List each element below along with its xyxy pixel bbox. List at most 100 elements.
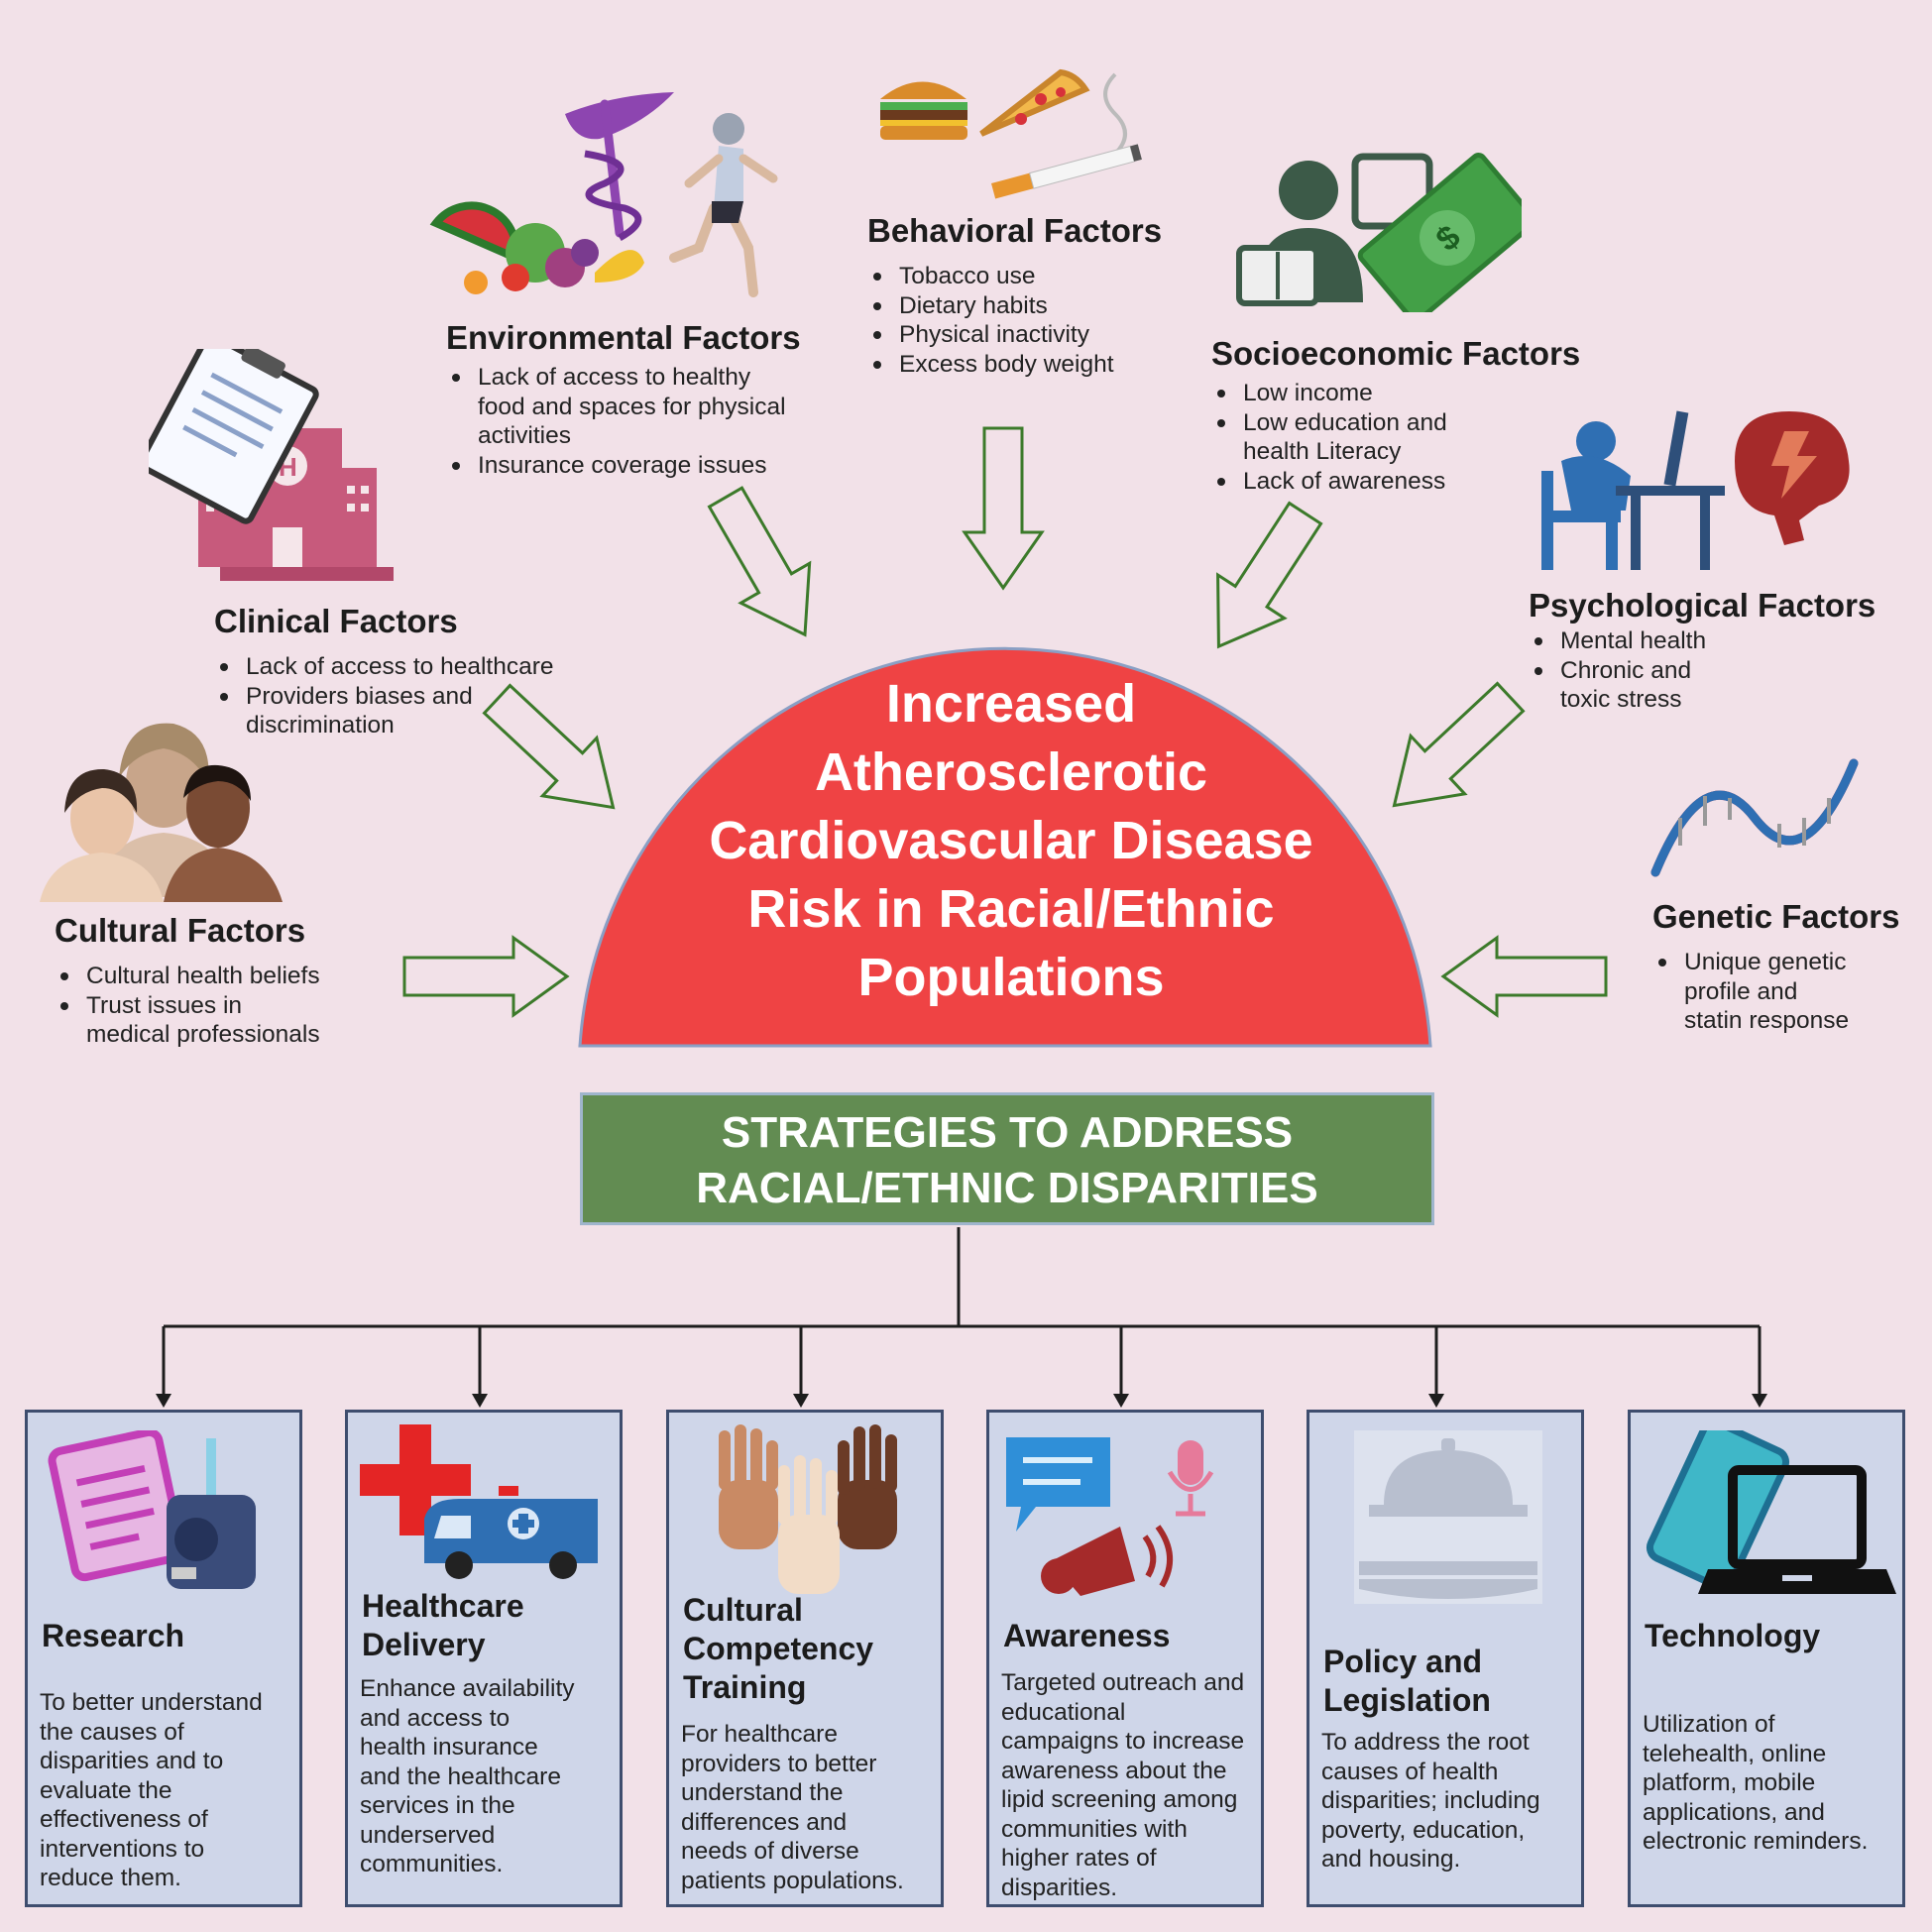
brain-lightning-icon (1735, 411, 1850, 545)
money-icon: $ (1357, 153, 1522, 312)
strategy-title: Cultural Competency Training (683, 1592, 874, 1705)
people-faces-icon (40, 723, 283, 902)
clinical-illustration: H (149, 349, 394, 581)
list-item: Dietary habits (867, 291, 1162, 321)
arrow-environmental (707, 486, 812, 637)
environmental-factors-title: Environmental Factors (446, 319, 801, 356)
list-item: Lack of awareness (1211, 467, 1580, 497)
strategy-title: Policy and Legislation (1323, 1644, 1491, 1718)
strategy-card-awareness: Awareness Targeted outreach and educatio… (986, 1410, 1264, 1907)
list-item: Providers biases and discrimination (214, 682, 554, 740)
list-item: Lack of access to healthcare (214, 652, 554, 682)
list-item: Chronic and toxic stress (1529, 656, 1875, 715)
hands-icon (719, 1424, 897, 1594)
psychological-factors-title: Psychological Factors (1529, 587, 1876, 624)
runner-icon (669, 113, 778, 297)
behavioral-illustration (880, 68, 1142, 199)
strategy-description: Enhance availability and access to healt… (360, 1675, 575, 1877)
clinical-factors-list: Lack of access to healthcare Providers b… (214, 652, 554, 740)
list-item: Cultural health beliefs (55, 962, 320, 991)
fruits-vegetables-icon (429, 201, 644, 294)
list-item: Unique genetic profile and statin respon… (1652, 948, 1899, 1036)
laptop-icon (1698, 1465, 1896, 1594)
strategy-description: Utilization of telehealth, online platfo… (1643, 1711, 1869, 1855)
capitol-icon (1354, 1430, 1542, 1604)
strategy-title: Awareness (1003, 1618, 1171, 1653)
risk-dome (578, 646, 1432, 1048)
clipboard-icon (48, 1430, 256, 1589)
psychological-factors: Psychological Factors Mental health Chro… (1529, 587, 1875, 715)
list-item: Mental health (1529, 626, 1875, 656)
socioeconomic-factors-title: Socioeconomic Factors (1211, 335, 1581, 372)
dome-title-line: Increased (885, 674, 1137, 734)
environmental-illustration (429, 92, 778, 297)
behavioral-factors-title: Behavioral Factors (867, 212, 1163, 249)
ambulance-icon (360, 1424, 598, 1579)
strategy-card-cultural-competency: Cultural Competency Training For healthc… (666, 1410, 944, 1907)
burger-icon (880, 81, 967, 140)
genetic-illustration (1650, 758, 1859, 877)
strategy-title: Healthcare Delivery (362, 1588, 524, 1662)
arrow-socioeconomic (1216, 501, 1323, 649)
cigarette-icon (991, 72, 1142, 199)
hand-dark (838, 1424, 897, 1549)
psychological-factors-list: Mental health Chronic and toxic stress (1529, 626, 1875, 715)
socioeconomic-factors: Socioeconomic Factors Low income Low edu… (1211, 335, 1580, 496)
genetic-factors-list: Unique genetic profile and statin respon… (1652, 948, 1899, 1036)
genetic-factors-title: Genetic Factors (1652, 898, 1900, 935)
strategies-banner: STRATEGIES TO ADDRESS RACIAL/ETHNIC DISP… (580, 1092, 1434, 1225)
pizza-icon (979, 68, 1090, 137)
arrow-psychological (1392, 681, 1526, 808)
dome-title-line: Risk in Racial/Ethnic (747, 879, 1275, 939)
cultural-factors: Cultural Factors Cultural health beliefs… (55, 912, 320, 1050)
list-item: Excess body weight (867, 350, 1162, 380)
hand-light (778, 1455, 840, 1594)
psychological-illustration (1541, 410, 1850, 570)
strategy-card-healthcare-delivery: Healthcare Delivery Enhance availability… (345, 1410, 623, 1907)
clinical-factors-title: Clinical Factors (214, 603, 458, 639)
arrow-genetic (1440, 935, 1608, 1018)
strategy-card-research: Research To better understand the causes… (25, 1410, 302, 1907)
list-item: Trust issues in medical professionals (55, 991, 320, 1050)
strategy-title: Technology (1645, 1618, 1821, 1653)
microphone-icon (1167, 1440, 1214, 1517)
arrow-behavioral (962, 426, 1045, 591)
cultural-factors-list: Cultural health beliefs Trust issues in … (55, 962, 320, 1050)
clinical-factors: Clinical Factors Lack of access to healt… (214, 603, 554, 740)
hand-tan (719, 1424, 778, 1549)
cultural-factors-title: Cultural Factors (55, 912, 306, 949)
strategies-banner-line: RACIAL/ETHNIC DISPARITIES (696, 1164, 1318, 1212)
strategy-description: Targeted outreach and educational campai… (1001, 1669, 1245, 1901)
strategy-card-policy: Policy and Legislation To address the ro… (1307, 1410, 1584, 1907)
behavioral-factors: Behavioral Factors Tobacco use Dietary h… (867, 212, 1162, 379)
behavioral-factors-list: Tobacco use Dietary habits Physical inac… (867, 262, 1162, 379)
socioeconomic-factors-list: Low income Low education and health Lite… (1211, 379, 1580, 496)
caduceus-icon (565, 92, 674, 242)
loudspeaker-icon (1041, 1525, 1174, 1596)
list-item: Tobacco use (867, 262, 1162, 291)
dome-title: Increased Atherosclerotic Cardiovascular… (634, 670, 1388, 1012)
socioeconomic-illustration: $ (1236, 153, 1522, 312)
strategy-description: To address the root causes of health dis… (1321, 1729, 1540, 1873)
strategy-card-technology: Technology Utilization of telehealth, on… (1628, 1410, 1905, 1907)
arrow-cultural (402, 935, 570, 1018)
strategy-description: For healthcare providers to better under… (681, 1721, 904, 1894)
laptop-phone-icon (1646, 1430, 1896, 1594)
dome-title-line: Cardiovascular Disease (709, 811, 1313, 870)
phone-icon (1646, 1430, 1790, 1591)
list-item: Insurance coverage issues (446, 451, 801, 481)
dome-title-line: Atherosclerotic (814, 742, 1208, 802)
clipboard-form-icon (149, 349, 319, 524)
list-item: Lack of access to healthy food and space… (446, 363, 801, 451)
list-item: Low education and health Literacy (1211, 408, 1580, 467)
environmental-factors: Environmental Factors Lack of access to … (446, 319, 801, 480)
strategy-description: To better understand the causes of dispa… (40, 1689, 263, 1891)
environmental-factors-list: Lack of access to healthy food and space… (446, 363, 801, 480)
speech-bubble-icon (1006, 1437, 1110, 1532)
cultural-illustration (40, 723, 283, 902)
genetic-factors: Genetic Factors Unique genetic profile a… (1652, 898, 1899, 1036)
arrow-clinical (482, 683, 616, 810)
strategies-banner-line: STRATEGIES TO ADDRESS (721, 1108, 1294, 1157)
list-item: Physical inactivity (867, 320, 1162, 350)
